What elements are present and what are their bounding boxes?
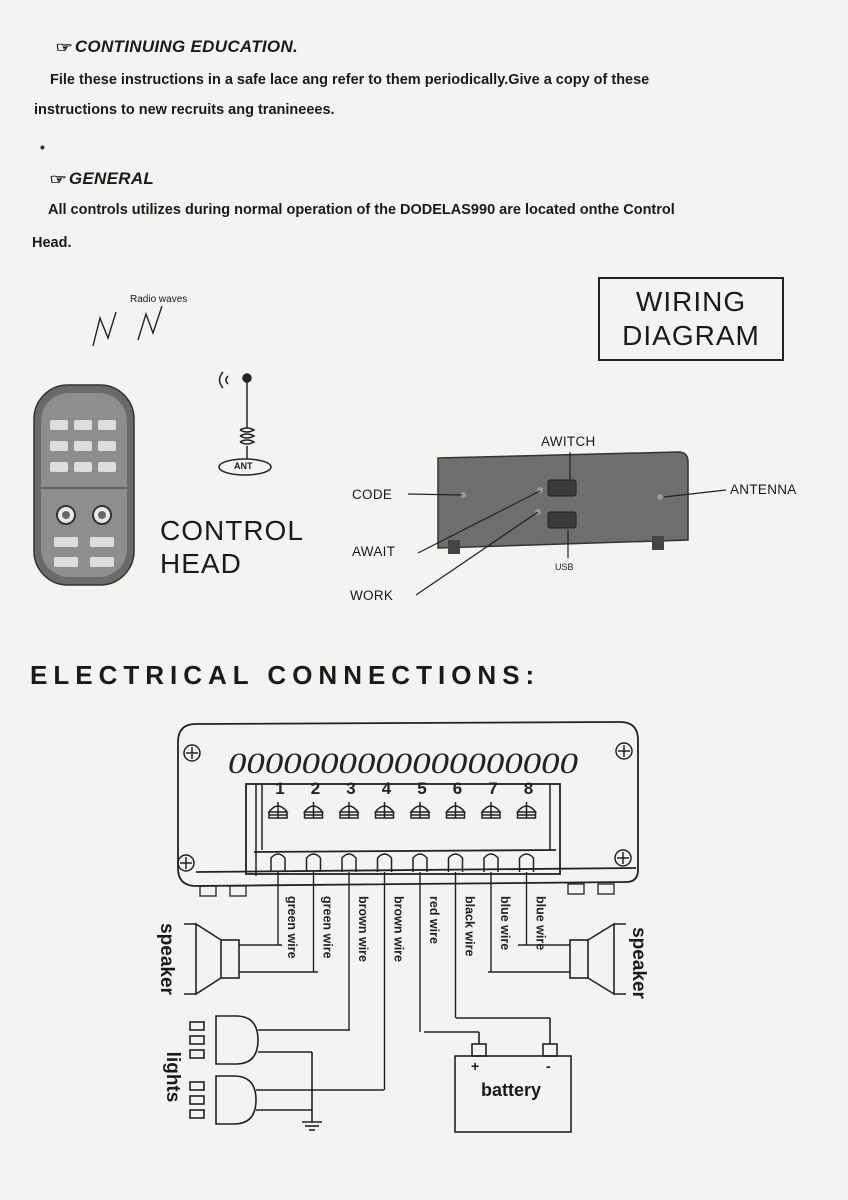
lights-label: lights [162, 1051, 183, 1103]
continuing-line-2: instructions to new recruits ang tranine… [34, 102, 335, 118]
wire-label-5: red wire [427, 896, 441, 944]
wiring-diagram-graphic [33, 305, 727, 596]
radio-waves-icon [92, 305, 163, 347]
terminal-connector-8 [515, 802, 538, 872]
label-leader-lines [407, 452, 727, 596]
hand-pointer-icon: ☞ [55, 39, 74, 55]
speaker-right-label: speaker [628, 927, 649, 999]
terminal-connector-5 [409, 802, 431, 872]
speaker-left-label-wrap: speaker [148, 908, 188, 1018]
speaker-left-label: speaker [156, 923, 177, 995]
electrical-connections-title: ELECTRICAL CONNECTIONS: [30, 660, 541, 690]
remote-control-icon [33, 384, 135, 586]
battery-minus: - [546, 1058, 551, 1074]
screw-icons [177, 742, 633, 872]
battery-plus: + [471, 1058, 480, 1074]
hand-pointer-icon: ☞ [49, 171, 68, 187]
terminal-number-7: 7 [488, 779, 497, 798]
antenna-label: ANTENNA [730, 482, 797, 497]
wire-label-1: green wire [285, 896, 299, 959]
general-line-1: All controls utilizes during normal oper… [48, 202, 675, 218]
right-speaker-icon [488, 922, 626, 996]
bullet-dot: • [40, 139, 45, 155]
terminal-connector-2 [302, 802, 325, 872]
antenna-icon [218, 371, 272, 476]
lights-label-wrap: lights [152, 1026, 192, 1136]
wire-label-2: green wire [321, 896, 335, 959]
wiring-diagram-title: WIRING DIAGRAM [598, 277, 784, 361]
battery-label: battery [481, 1080, 542, 1100]
siren-device-icon [437, 451, 689, 554]
wire-group [277, 872, 528, 1090]
battery-icon [424, 1017, 572, 1133]
switch-label: AWITCH [541, 434, 596, 449]
heading-continuing-education: ☞CONTINUING EDUCATION. [55, 37, 299, 56]
terminal-connector-1 [267, 802, 289, 872]
control-head-label: CONTROL HEAD [160, 515, 304, 579]
wire-label-6: black wire [463, 896, 477, 956]
wire-label-4: brown wire [392, 896, 406, 962]
ant-label: ANT [234, 461, 253, 471]
work-label: WORK [350, 588, 394, 603]
wire-label-7: blue wire [498, 896, 512, 950]
left-speaker-icon [184, 922, 318, 996]
terminal-number-2: 2 [311, 779, 320, 798]
terminal-numbers: 1 2 3 4 5 6 7 8 [275, 779, 533, 798]
terminal-number-3: 3 [346, 779, 355, 798]
terminal-connector-6 [444, 802, 467, 872]
terminal-number-6: 6 [453, 779, 462, 798]
lights-icon [189, 1015, 384, 1131]
terminal-connector-7 [480, 802, 502, 872]
wire-label-8: blue wire [534, 896, 548, 950]
code-label: CODE [352, 487, 393, 502]
terminal-number-8: 8 [524, 779, 533, 798]
terminal-connector-3 [338, 802, 360, 872]
terminal-connector-4 [373, 802, 396, 872]
continuing-line-1: File these instructions in a safe lace a… [50, 72, 650, 88]
speaker-right-label-wrap: speaker [620, 912, 660, 1022]
terminal-number-4: 4 [382, 779, 392, 798]
general-line-2: Head. [32, 235, 72, 251]
usb-label: USB [555, 562, 574, 572]
radio-waves-label: Radio waves [130, 294, 188, 305]
vent-slots: 0000000000000000000 [228, 747, 578, 780]
wire-labels: green wire green wire brown wire brown wire… [285, 896, 548, 962]
terminal-block [255, 784, 551, 876]
heading-general: ☞GENERAL [49, 169, 155, 188]
wire-label-3: brown wire [356, 896, 370, 962]
terminal-number-1: 1 [275, 779, 284, 798]
await-label: AWAIT [352, 544, 396, 559]
terminal-number-5: 5 [417, 779, 426, 798]
siren-amplifier-outline [177, 721, 639, 887]
